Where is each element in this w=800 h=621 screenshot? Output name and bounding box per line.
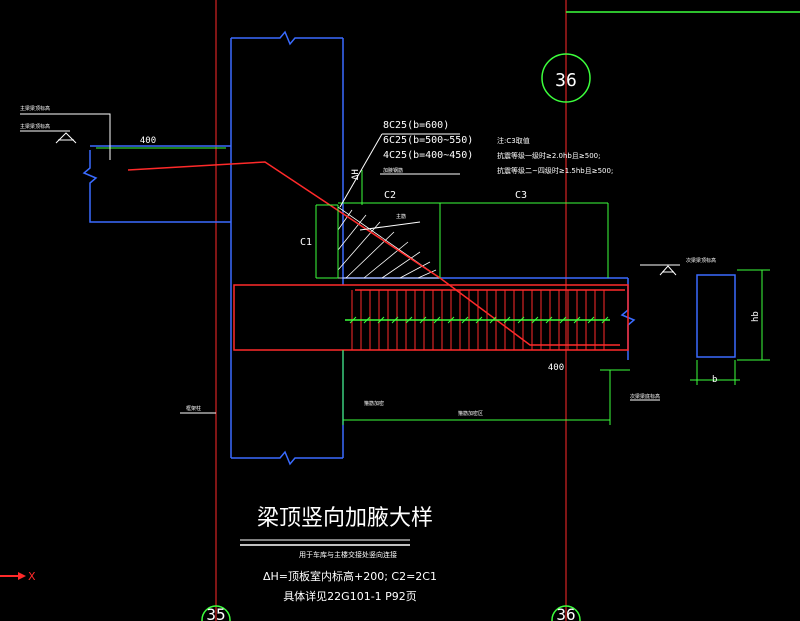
bar-tick: [531, 316, 539, 324]
note-column: 框架柱: [186, 405, 201, 412]
note-right: 次梁梁底标高: [630, 393, 660, 400]
bar-tick: [405, 316, 413, 324]
axis-lines: [215, 0, 567, 621]
dim-c3: C3: [515, 190, 527, 201]
bar-tick: [545, 316, 553, 324]
rebar-line-1: 8C25(b=600): [383, 120, 449, 131]
ucs-icon: X: [0, 570, 36, 583]
note-main-beam-top-2: 主梁梁顶标高: [20, 123, 50, 130]
axis-bubble-36: 36: [541, 53, 591, 103]
axis-bubble-35-bottom: 35: [201, 605, 231, 621]
c3-note-line-1: 抗震等级一级时≥2.0hb且≥500;: [497, 151, 600, 160]
subtitle-2: ΔH=顶板室内标高+200; C2=2C1: [263, 569, 437, 583]
bar-tick: [503, 316, 511, 324]
bar-tick: [587, 316, 595, 324]
rebar-line-3: 4C25(b=400~450): [383, 150, 473, 161]
c3-note-head: 注:C3取值: [497, 136, 530, 145]
dim-hb: hb: [751, 311, 761, 322]
bar-tick: [433, 316, 441, 324]
note-secondary-top: 次梁梁顶标高: [686, 257, 716, 264]
dim-c2: C2: [384, 190, 396, 201]
bar-ticks: [349, 316, 609, 324]
axis-bubble-36-bottom: 36: [551, 605, 581, 621]
bar-tick: [391, 316, 399, 324]
subtitle-1: 用于车库与主楼交接处竖向连接: [299, 550, 397, 559]
red-beam: [127, 161, 629, 351]
dim-400-bottom: 400: [548, 363, 564, 373]
note-haunch: 加腋钢筋: [383, 167, 403, 174]
axis-bubble-label: 36: [555, 70, 577, 91]
dim-b: b: [712, 375, 717, 385]
dimension-lines: [96, 147, 770, 425]
bar-tick: [377, 316, 385, 324]
bar-tick: [349, 316, 357, 324]
dim-c1: C1: [300, 237, 312, 248]
labels: 400 400 C1 C2 C3 ΔH hb b 8C25(b=600) 6C2…: [20, 105, 761, 603]
bar-tick: [475, 316, 483, 324]
note-main-beam-top: 主梁梁顶标高: [20, 105, 50, 112]
leader-lines: [20, 113, 680, 541]
axis-label-36: 36: [556, 605, 575, 621]
drawing-title: 梁顶竖向加腋大样: [257, 506, 433, 531]
bar-tick: [601, 316, 609, 324]
haunch-hatch: [337, 206, 442, 279]
bar-tick: [517, 316, 525, 324]
bar-tick: [461, 316, 469, 324]
ucs-x-label: X: [28, 570, 36, 583]
bar-tick: [559, 316, 567, 324]
dim-dh: ΔH: [351, 169, 361, 180]
axis-label-35: 35: [206, 605, 225, 621]
rebar-line-2: 6C25(b=500~550): [383, 135, 473, 146]
note-stirrup: 箍筋加密: [364, 400, 384, 407]
bar-tick: [489, 316, 497, 324]
bar-tick: [363, 316, 371, 324]
bar-tick: [573, 316, 581, 324]
dim-400-top: 400: [140, 136, 156, 146]
note-main-rebar: 主筋: [396, 213, 406, 220]
c3-note-line-2: 抗震等级二~四级时≥1.5hb且≥500;: [497, 166, 613, 175]
subtitle-3: 具体详见22G101-1 P92页: [283, 589, 417, 603]
bar-tick: [419, 316, 427, 324]
bar-tick: [447, 316, 455, 324]
note-stirrup-zone: 箍筋加密区: [458, 410, 483, 417]
